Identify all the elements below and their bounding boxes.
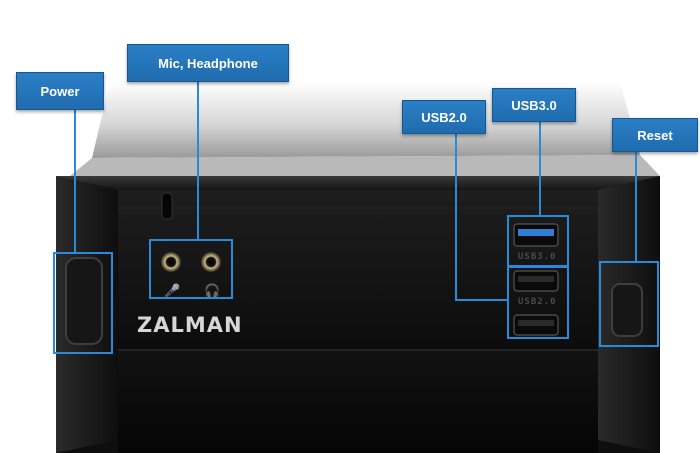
reset-highlight (599, 261, 659, 347)
headphone-jack[interactable] (201, 252, 221, 272)
usb2-imprint: USB2.0 (518, 297, 557, 307)
leader-lines (74, 80, 637, 301)
audio-highlight (149, 239, 233, 299)
callout-usb3: USB3.0 (492, 88, 576, 122)
callout-reset: Reset (612, 118, 698, 152)
power-button[interactable] (65, 257, 103, 345)
mic-icon: 🎤 (164, 282, 180, 299)
reset-button[interactable] (611, 283, 643, 337)
mic-jack[interactable] (161, 252, 181, 272)
callout-usb2: USB2.0 (402, 100, 486, 134)
usb2-highlight (507, 266, 569, 339)
usb3-imprint: USB3.0 (518, 252, 557, 262)
led-indicator (161, 192, 173, 220)
highlight-boxes (53, 215, 659, 354)
callout-power: Power (16, 72, 104, 110)
power-highlight (53, 252, 113, 354)
audio-jacks: 🎤 🎧 (161, 252, 221, 299)
headphone-icon: 🎧 (204, 283, 220, 299)
brand-logo: ZALMAN (137, 313, 243, 337)
case-body (56, 176, 660, 453)
callout-mic-headphone: Mic, Headphone (127, 44, 289, 82)
usb-ports (513, 223, 559, 336)
usb2-leader (455, 132, 508, 301)
